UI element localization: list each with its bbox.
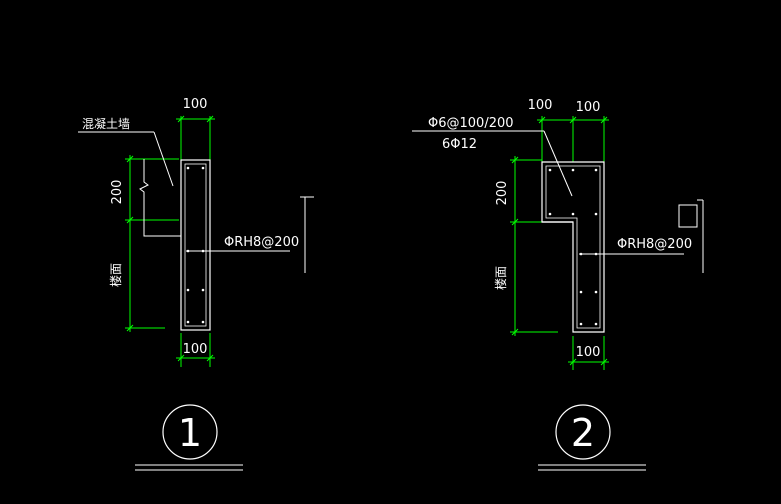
- detail-2-number: 2: [571, 411, 595, 455]
- detail-2-main-bars-label: 6Φ12: [442, 137, 477, 152]
- detail-2-floor-label: 楼面: [493, 266, 508, 290]
- detail-2-number-circle: [555, 404, 611, 460]
- detail-2-side-dim-text: 200: [495, 181, 510, 206]
- detail-2-top-left-dim-text: 100: [528, 98, 553, 113]
- detail-2-bottom-dim-text: 100: [576, 345, 601, 360]
- detail-2-section-outline: [541, 161, 605, 333]
- detail-1-top-dimension: [176, 115, 215, 160]
- detail-2-bottom-dimension: [568, 336, 609, 370]
- detail-2-side-mark: [678, 199, 704, 273]
- detail-1-side-dimension: [125, 155, 179, 332]
- detail-1-side-dim-text: 200: [110, 180, 125, 205]
- detail-1-side-mark: [300, 196, 314, 273]
- detail-2-rebar-label: ΦRH8@200: [617, 237, 692, 252]
- detail-1: 100 200 楼面 混凝土墙: [78, 97, 314, 471]
- detail-1-break-line: [139, 159, 181, 237]
- detail-2-rebar-dots: [548, 168, 598, 326]
- detail-1-wall-leader: [78, 131, 174, 187]
- detail-1-floor-label: 楼面: [108, 263, 123, 287]
- detail-1-section-outline: [180, 159, 211, 331]
- detail-1-rebar-dots: [186, 166, 205, 324]
- detail-1-number: 1: [178, 411, 202, 455]
- detail-1-wall-label: 混凝土墙: [82, 116, 130, 131]
- detail-1-top-dim-text: 100: [183, 97, 208, 112]
- detail-1-rebar-label: ΦRH8@200: [224, 235, 299, 250]
- detail-2-top-dimension: [537, 116, 609, 162]
- detail-1-bottom-dim-text: 100: [183, 342, 208, 357]
- detail-2-top-right-dim-text: 100: [576, 100, 601, 115]
- detail-1-underline: [135, 464, 243, 471]
- detail-2: 100 100 Φ6@100/200 6Φ12 200 楼面: [412, 98, 704, 471]
- detail-1-bottom-dimension: [176, 333, 215, 367]
- detail-2-side-dimension: [510, 156, 558, 336]
- detail-2-stirrup-label: Φ6@100/200: [428, 116, 514, 131]
- detail-1-number-circle: [162, 404, 218, 460]
- detail-2-underline: [538, 464, 646, 471]
- detail-2-label-leader: [412, 130, 573, 197]
